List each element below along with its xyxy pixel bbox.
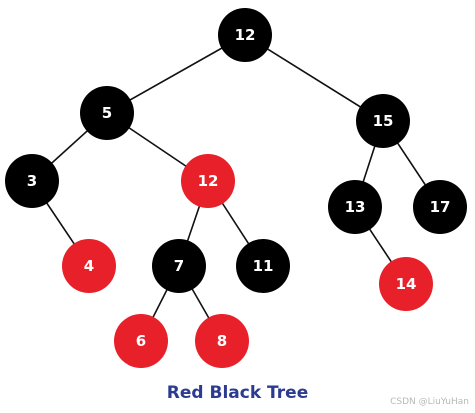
black-node-circle: [218, 8, 272, 62]
tree-nodes: 12 5 15 3 12 13 17 4 7 11 14 6 8: [5, 8, 467, 368]
red-node-circle: [114, 314, 168, 368]
tree-node-n6: 6: [114, 314, 168, 368]
watermark-text: CSDN @LiuYuHan: [390, 397, 469, 407]
black-node-circle: [236, 239, 290, 293]
node-label: 6: [136, 332, 146, 350]
tree-node-n11: 11: [236, 239, 290, 293]
node-label: 12: [198, 172, 219, 190]
tree-node-n12_root: 12: [218, 8, 272, 62]
tree-node-n4: 4: [62, 239, 116, 293]
node-label: 5: [102, 104, 112, 122]
node-label: 8: [217, 332, 227, 350]
node-label: 13: [345, 198, 366, 216]
red-node-circle: [62, 239, 116, 293]
node-label: 3: [27, 172, 37, 190]
edge-n12_root-n15: [244, 34, 384, 122]
red-node-circle: [181, 154, 235, 208]
tree-edges: [31, 34, 441, 342]
node-label: 11: [253, 257, 274, 275]
tree-node-n14: 14: [379, 257, 433, 311]
tree-node-n3: 3: [5, 154, 59, 208]
node-label: 15: [373, 112, 394, 130]
red-node-circle: [379, 257, 433, 311]
red-node-circle: [195, 314, 249, 368]
node-label: 4: [84, 257, 94, 275]
tree-node-n8: 8: [195, 314, 249, 368]
tree-node-n5: 5: [80, 86, 134, 140]
black-node-circle: [80, 86, 134, 140]
tree-node-n7: 7: [152, 239, 206, 293]
diagram-caption: Red Black Tree: [166, 383, 309, 403]
tree-node-n12_red: 12: [181, 154, 235, 208]
black-node-circle: [152, 239, 206, 293]
black-node-circle: [356, 94, 410, 148]
tree-node-n13: 13: [328, 180, 382, 234]
tree-node-n17: 17: [413, 180, 467, 234]
black-node-circle: [5, 154, 59, 208]
node-label: 14: [396, 275, 417, 293]
node-label: 7: [174, 257, 184, 275]
tree-node-n15: 15: [356, 94, 410, 148]
black-node-circle: [328, 180, 382, 234]
black-node-circle: [413, 180, 467, 234]
node-label: 12: [235, 26, 256, 44]
node-label: 17: [430, 198, 451, 216]
